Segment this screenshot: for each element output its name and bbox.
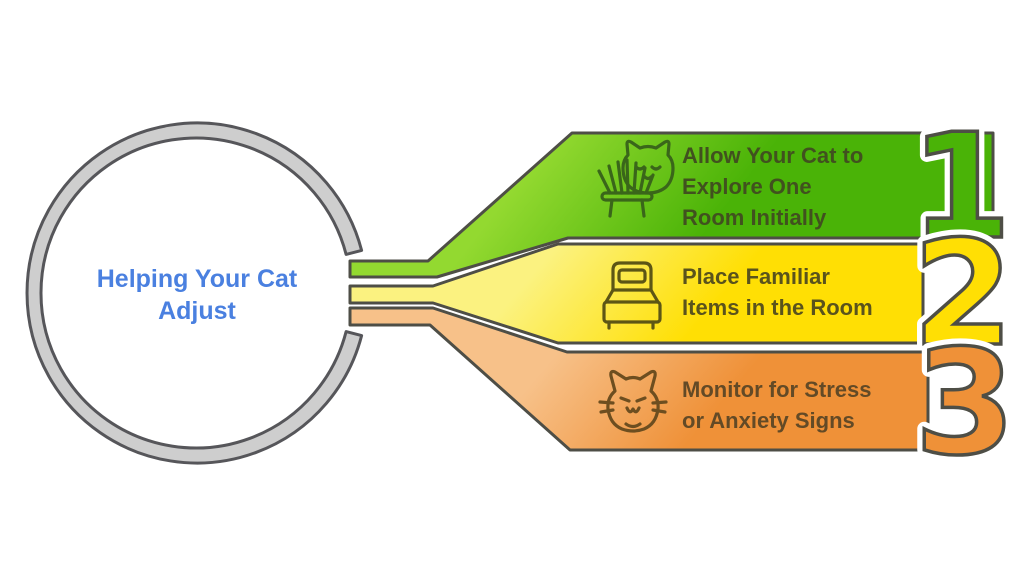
- step-banner-2: Place Familiar Items in the Room 2 2: [348, 203, 1020, 386]
- step-3-label-line1: Monitor for Stress: [682, 377, 871, 402]
- step-3-number: 3: [915, 319, 1016, 488]
- step-banner-3: Monitor for Stress or Anxiety Signs 3 3: [348, 306, 1022, 495]
- cat-and-grass-icon: [597, 139, 675, 218]
- step-2-label-line2: Items in the Room: [682, 295, 873, 320]
- bed-icon: [602, 261, 662, 330]
- step-2-number: 2: [913, 210, 1014, 379]
- cat-face-icon: [598, 369, 668, 433]
- step-1-number: 1: [911, 103, 1012, 272]
- step-1-label-line3: Room Initially: [682, 205, 827, 230]
- step-2-label-line1: Place Familiar: [682, 264, 830, 289]
- step-1-shape: [348, 131, 995, 279]
- hub-ring-outline: [25, 121, 364, 465]
- step-1-label-line2: Explore One: [682, 174, 812, 199]
- step-banner-1: Allow Your Cat to Explore One Room Initi…: [348, 96, 1018, 279]
- step-3-label-line2: or Anxiety Signs: [682, 408, 855, 433]
- hub-title-line2: Adjust: [158, 297, 236, 325]
- step-3-number-halo: 3: [915, 319, 1016, 488]
- hub-title-line1: Helping Your Cat: [97, 265, 298, 293]
- step-2-shape: [348, 242, 925, 345]
- step-1-label-line1: Allow Your Cat to: [682, 143, 863, 168]
